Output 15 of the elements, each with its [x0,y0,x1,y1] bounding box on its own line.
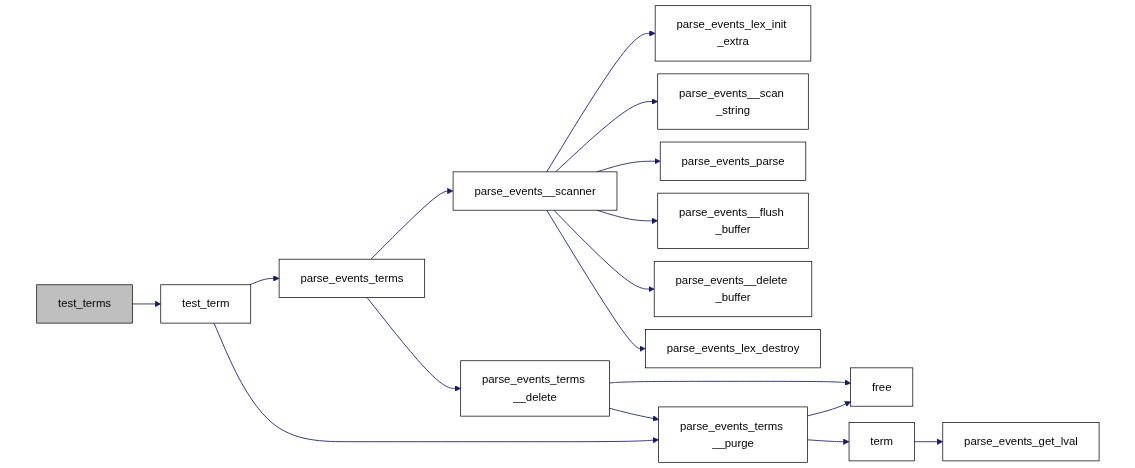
node-box: parse_events__flush _buffer [656,192,809,249]
node-box: test_term [160,284,251,324]
node-box: test_terms [35,284,133,324]
node-box: free [849,367,913,407]
node-box: parse_events_terms __delete [459,360,610,417]
node-box: term [848,422,915,462]
node-box: parse_events_get_lval [942,422,1100,462]
node-box: parse_events_lex_destroy [644,329,821,369]
node-box: parse_events_parse [659,141,806,181]
node-box: parse_events_terms [278,258,425,298]
node-box: parse_events__scan _string [656,73,809,130]
node-box: parse_events__delete _buffer [653,260,812,318]
node-box: parse_events__scanner [452,171,617,211]
node-box: parse_events_terms __purge [657,406,808,463]
node-box: parse_events_lex_init _extra [654,5,811,62]
